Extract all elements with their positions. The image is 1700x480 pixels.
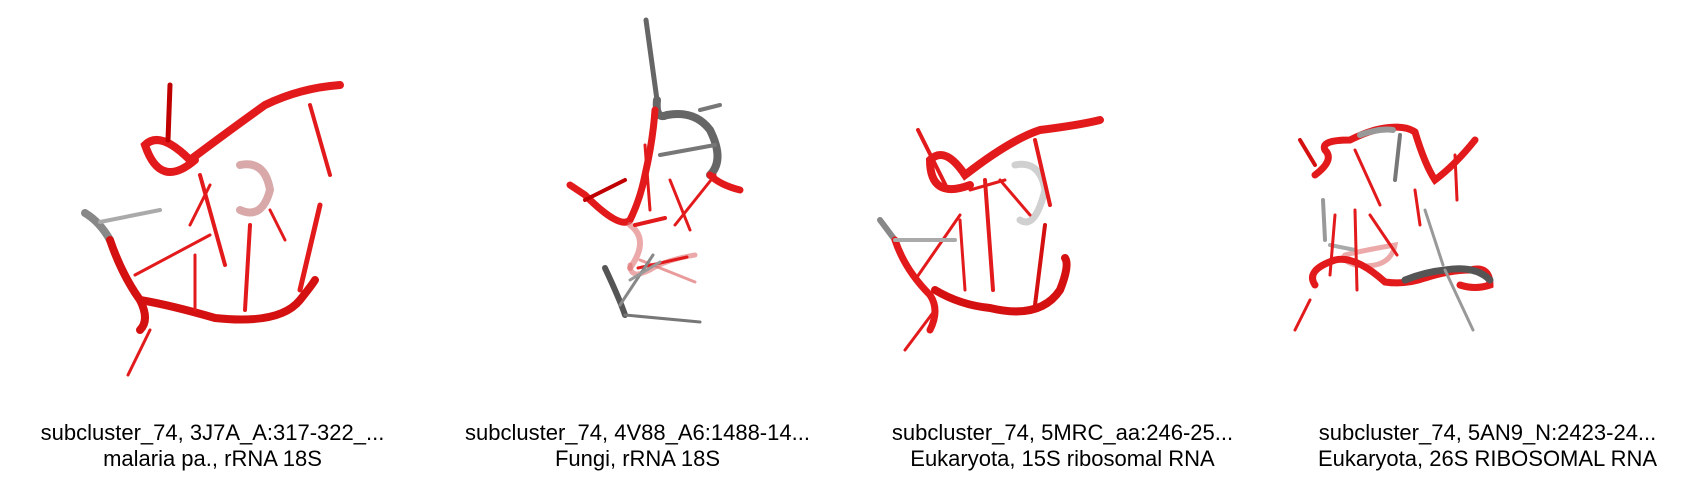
panel-subtitle: Eukaryota, 15S ribosomal RNA: [910, 446, 1215, 471]
panel-subtitle: Fungi, rRNA 18S: [554, 446, 721, 471]
structure-panel-2: subcluster_74, 4V88_A6:1488-14... Fungi,…: [425, 0, 850, 480]
rna-structure-render-2: [566, 17, 744, 324]
rna-structure-render-1: [81, 81, 344, 377]
panel-subtitle: malaria pa., rRNA 18S: [103, 446, 322, 471]
rna-structure-render-4: [1293, 123, 1494, 332]
structure-panel-4: subcluster_74, 5AN9_N:2423-24... Eukaryo…: [1275, 0, 1700, 480]
panel-title: subcluster_74, 5MRC_aa:246-25...: [891, 420, 1234, 445]
structure-panel-1: subcluster_74, 3J7A_A:317-322_... malari…: [0, 0, 425, 480]
panel-title: subcluster_74, 3J7A_A:317-322_...: [40, 420, 385, 445]
panel-title: subcluster_74, 4V88_A6:1488-14...: [465, 420, 810, 445]
structure-panel-3: subcluster_74, 5MRC_aa:246-25... Eukaryo…: [850, 0, 1275, 480]
panel-subtitle: Eukaryota, 26S RIBOSOMAL RNA: [1317, 446, 1658, 471]
rna-structure-render-3: [877, 116, 1104, 352]
panel-title: subcluster_74, 5AN9_N:2423-24...: [1318, 420, 1657, 445]
